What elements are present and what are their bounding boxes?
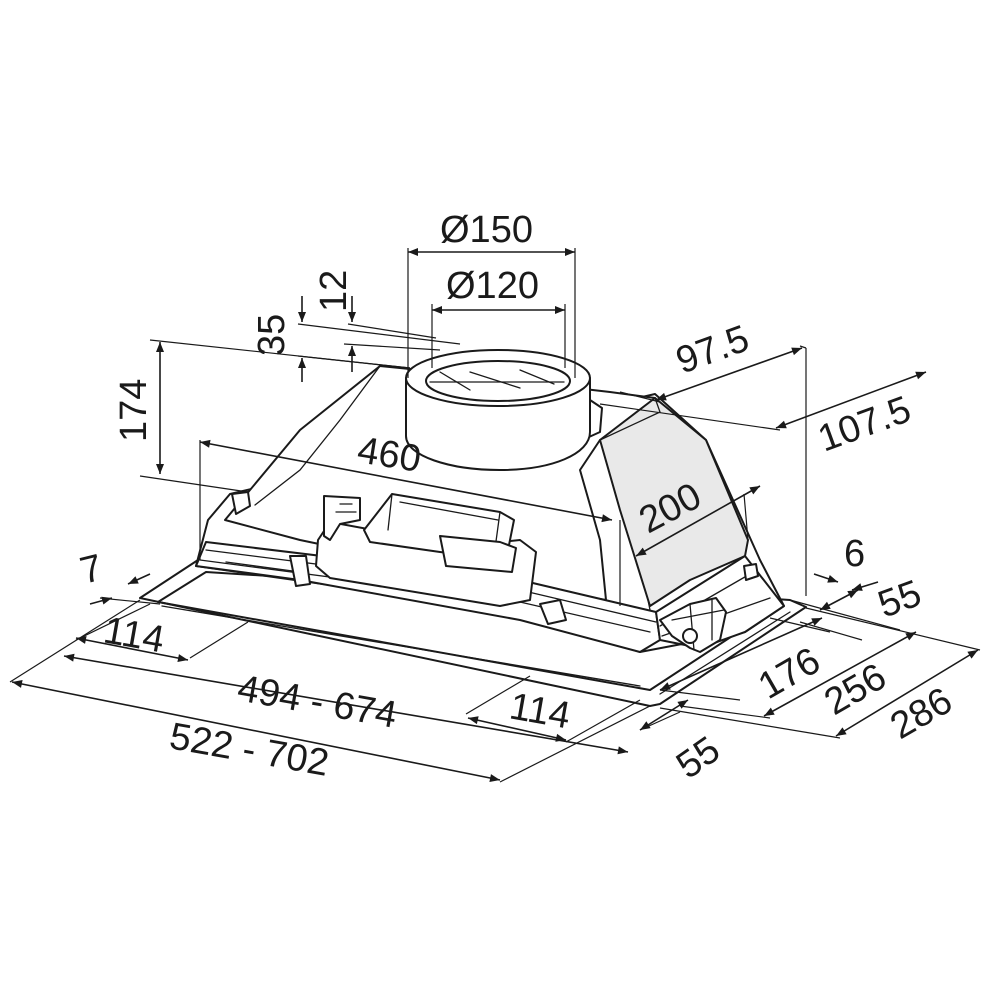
label-duct-outer: Ø150 [440, 209, 533, 251]
label-side-offset-front: 55 [873, 573, 927, 627]
control-box-cap [439, 535, 517, 573]
label-total-height: 174 [113, 379, 155, 442]
label-depth-176: 176 [752, 640, 828, 708]
label-rim-right: 6 [844, 533, 865, 575]
label-depth-256: 256 [818, 656, 894, 724]
label-top-width: 460 [355, 429, 424, 480]
label-collar-height: 12 [313, 270, 355, 312]
duct-collar [405, 349, 603, 471]
label-mount-right: 114 [506, 686, 573, 738]
collar-top-inner [425, 360, 571, 402]
label-width-outer: 522 - 702 [166, 716, 331, 785]
label-duct-inner: Ø120 [446, 265, 539, 307]
right-clip [743, 563, 759, 581]
right-knob [682, 628, 698, 644]
label-duct-offset-side: 97.5 [671, 318, 755, 383]
collar-top-outer [405, 349, 591, 407]
label-rim-left: 7 [76, 547, 107, 593]
label-collar-offset: 35 [251, 314, 293, 356]
label-duct-offset-rear: 107.5 [813, 388, 917, 460]
label-depth-286: 286 [884, 680, 960, 748]
label-width-inner: 494 - 674 [234, 668, 399, 737]
dimension-lines [9, 248, 981, 783]
label-side-offset-rear: 55 [669, 729, 728, 788]
label-mount-left: 114 [100, 610, 167, 662]
mid-clip [539, 599, 567, 625]
front-clip [289, 555, 311, 587]
